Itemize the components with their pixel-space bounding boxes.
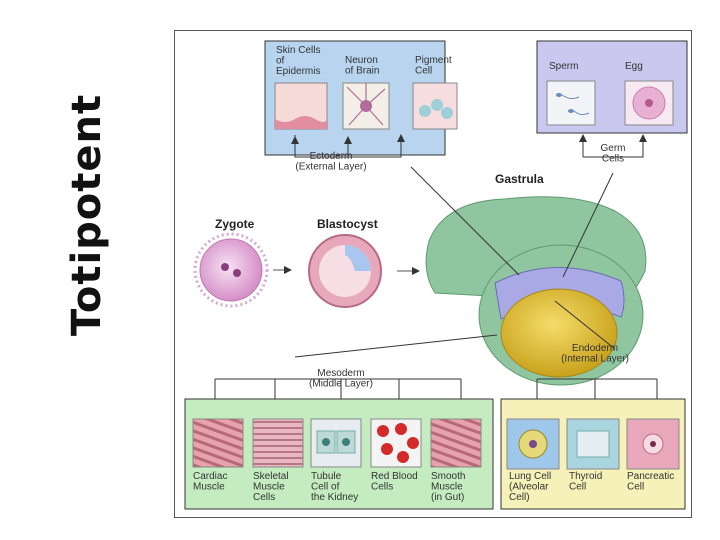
side-title-text: Totipotent xyxy=(64,93,110,337)
blastocyst-image xyxy=(308,234,382,308)
skeletal-muscle-image xyxy=(252,418,304,468)
pigment-cell-image xyxy=(412,82,458,130)
gastrula-image xyxy=(425,196,647,386)
zygote-label: Zygote xyxy=(215,217,255,231)
thyroid-cell-image xyxy=(566,418,620,470)
smooth-muscle-image xyxy=(430,418,482,468)
side-title: Totipotent xyxy=(52,40,122,390)
pancreatic-cell-image xyxy=(626,418,680,470)
pointer-lines xyxy=(294,166,616,358)
zygote-image xyxy=(193,232,269,308)
gastrula-label: Gastrula xyxy=(495,172,544,186)
neuron-image xyxy=(342,82,390,130)
sperm-label: Sperm xyxy=(549,61,578,72)
skin-cell-image xyxy=(274,82,328,130)
red-blood-cells-image xyxy=(370,418,422,468)
egg-image xyxy=(624,80,674,126)
lung-cell-image xyxy=(506,418,560,470)
cardiac-muscle-image xyxy=(192,418,244,468)
mesoderm-label: Mesoderm(Middle Layer) xyxy=(309,368,373,390)
sperm-image xyxy=(546,80,596,126)
egg-label: Egg xyxy=(625,61,643,72)
blastocyst-label: Blastocyst xyxy=(317,217,378,231)
endoderm-label: Endoderm(Internal Layer) xyxy=(561,343,629,365)
tubule-cell-image xyxy=(310,418,362,468)
ectoderm-label: Ectoderm(External Layer) xyxy=(295,151,366,173)
